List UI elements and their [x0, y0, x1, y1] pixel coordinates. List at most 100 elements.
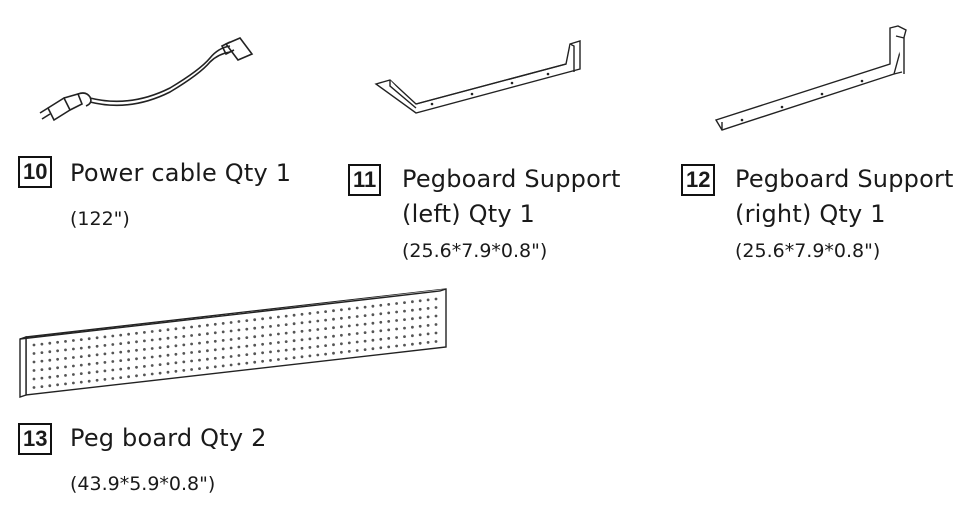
part-number-badge: 11	[348, 164, 382, 196]
peg-hole	[363, 331, 367, 334]
peg-hole	[182, 335, 186, 338]
peg-hole	[300, 346, 304, 350]
peg-hole	[324, 310, 327, 313]
peg-hole	[158, 329, 162, 332]
peg-hole	[395, 327, 398, 331]
peg-hole	[355, 349, 359, 352]
peg-hole	[135, 374, 138, 378]
peg-hole	[95, 370, 99, 374]
peg-hole	[332, 309, 335, 313]
peg-hole	[284, 314, 288, 318]
peg-hole	[87, 362, 91, 366]
peg-hole	[418, 316, 422, 320]
peg-hole	[64, 374, 67, 377]
peg-hole	[166, 336, 170, 340]
peg-hole	[284, 331, 288, 335]
peg-hole	[72, 373, 75, 376]
peg-hole	[292, 356, 296, 360]
peg-hole	[127, 358, 130, 362]
peg-hole	[64, 382, 67, 386]
peg-hole	[158, 337, 162, 341]
peg-hole	[95, 344, 99, 348]
part-number-badge: 12	[681, 164, 716, 196]
peg-hole	[261, 334, 264, 338]
peg-hole	[48, 367, 52, 371]
peg-hole	[237, 328, 241, 332]
peg-hole	[150, 355, 154, 359]
peg-hole	[434, 297, 438, 301]
peg-hole	[245, 353, 249, 356]
peg-hole	[72, 356, 75, 359]
peg-hole	[434, 314, 438, 318]
peg-hole	[174, 327, 178, 331]
peg-hole	[340, 325, 343, 329]
peg-hole	[308, 320, 312, 324]
peg-hole	[245, 327, 249, 331]
peg-hole	[229, 338, 233, 341]
peg-hole	[135, 357, 138, 361]
peg-hole	[103, 361, 107, 364]
peg-hole	[87, 371, 91, 375]
peg-hole	[213, 348, 217, 352]
peg-hole	[79, 363, 83, 367]
peg-hole	[143, 348, 146, 351]
peg-hole	[198, 358, 201, 362]
peg-hole	[316, 319, 320, 323]
part-dimensions: (25.6*7.9*0.8")	[402, 240, 548, 262]
peg-hole	[79, 380, 83, 384]
power-cable-illustration	[39, 37, 254, 122]
part-name: Peg board Qty 2	[70, 424, 267, 452]
peg-hole	[40, 342, 44, 346]
peg-hole	[387, 328, 391, 332]
peg-hole	[158, 354, 162, 358]
peg-hole	[40, 376, 44, 380]
peg-hole	[135, 365, 138, 369]
peg-hole	[253, 318, 257, 322]
peg-hole	[292, 347, 296, 351]
peg-hole	[300, 329, 304, 333]
peg-hole	[119, 367, 123, 371]
peg-hole	[206, 357, 209, 361]
part-number-badge: 13	[18, 423, 53, 455]
peg-hole	[253, 352, 257, 356]
peg-hole	[166, 345, 170, 349]
peg-hole	[79, 346, 83, 350]
peg-hole	[150, 364, 154, 367]
peg-hole	[32, 377, 36, 381]
peg-hole	[363, 314, 367, 317]
peg-hole	[64, 340, 67, 343]
peg-hole	[245, 336, 249, 339]
peg-hole	[198, 324, 201, 328]
peg-hole	[237, 362, 241, 366]
peg-hole	[347, 324, 351, 328]
peg-hole	[206, 323, 209, 327]
peg-hole	[95, 336, 99, 340]
peg-hole	[426, 298, 430, 302]
peg-hole	[119, 333, 123, 337]
peg-hole	[403, 326, 406, 330]
peg-hole	[387, 345, 391, 349]
peg-hole	[182, 343, 186, 347]
peg-hole	[40, 385, 44, 388]
peg-hole	[371, 313, 375, 317]
peg-hole	[221, 322, 225, 325]
peg-hole	[245, 361, 249, 365]
peg-hole	[182, 369, 186, 372]
peg-hole	[308, 337, 312, 341]
peg-hole	[292, 322, 296, 326]
peg-hole	[292, 339, 296, 343]
peg-hole	[395, 336, 398, 339]
peg-hole	[261, 359, 264, 363]
peg-hole	[418, 341, 422, 345]
peg-hole	[206, 332, 209, 336]
peg-hole	[166, 362, 170, 366]
peg-hole	[32, 360, 36, 364]
peg-hole	[87, 345, 91, 349]
peg-hole	[143, 365, 146, 368]
peg-board-illustration	[19, 288, 447, 398]
peg-hole	[190, 368, 194, 371]
peg-hole	[277, 315, 280, 319]
part-dimensions: (43.9*5.9*0.8")	[70, 473, 216, 495]
peg-hole	[32, 386, 36, 389]
peg-hole	[269, 316, 272, 320]
